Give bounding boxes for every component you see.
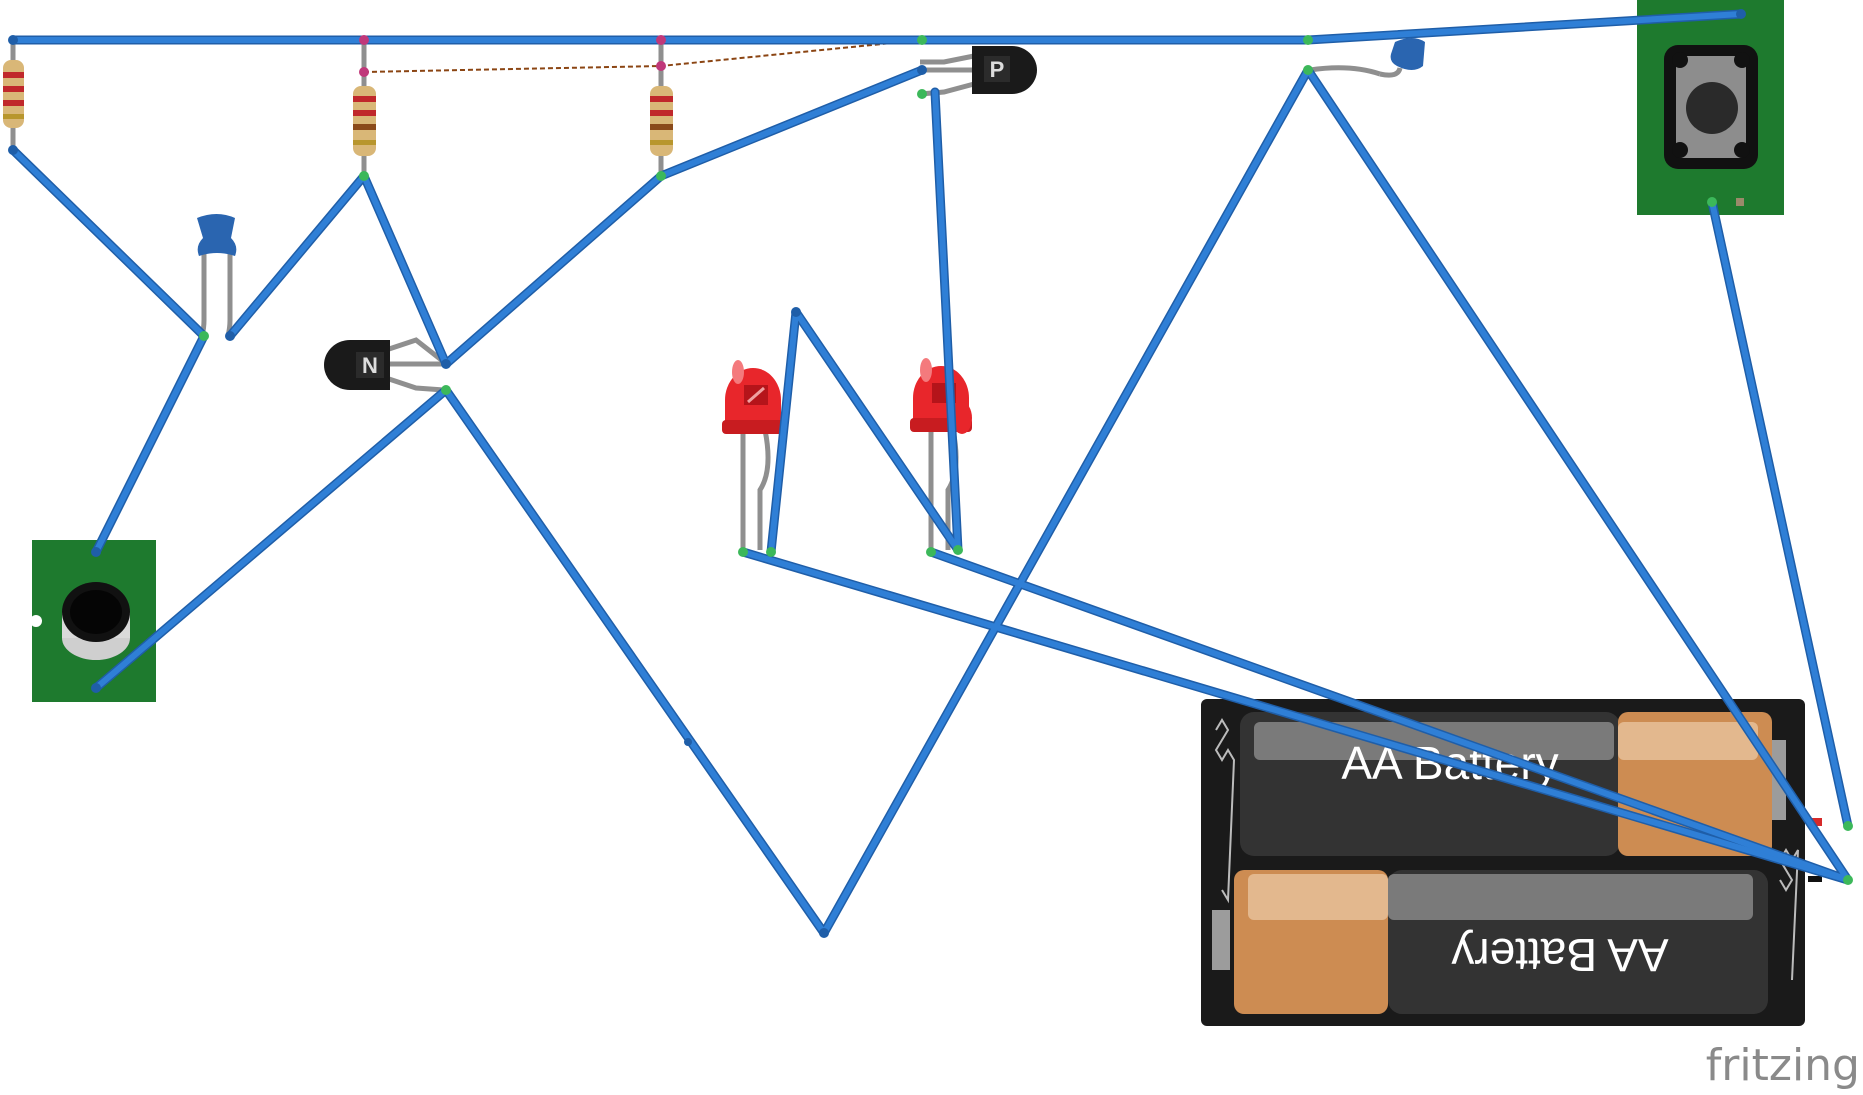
battery-cell-bottom: AA Battery (1212, 870, 1768, 1014)
resistor-3[interactable] (650, 40, 673, 176)
battery-label-bottom: AA Battery (1451, 929, 1668, 981)
pnp-transistor[interactable]: P (919, 46, 1037, 97)
capacitor-1[interactable] (197, 214, 237, 337)
microphone-module[interactable] (30, 540, 156, 702)
capacitor-2[interactable] (1309, 38, 1425, 78)
resistor-1[interactable] (3, 40, 24, 150)
npn-label: N (362, 353, 378, 378)
wire-endpoints (8, 9, 1853, 938)
push-button-module[interactable] (1637, 0, 1822, 215)
fritzing-watermark: fritzing (1706, 1040, 1860, 1091)
led-1[interactable] (722, 360, 784, 550)
dashed-trace (363, 39, 923, 73)
pnp-label: P (990, 57, 1005, 82)
npn-transistor[interactable]: N (324, 337, 446, 393)
battery-pack[interactable]: AA Battery AA Battery (1201, 699, 1822, 1026)
resistor-2[interactable] (353, 40, 376, 176)
button-cap-icon[interactable] (1686, 82, 1738, 134)
